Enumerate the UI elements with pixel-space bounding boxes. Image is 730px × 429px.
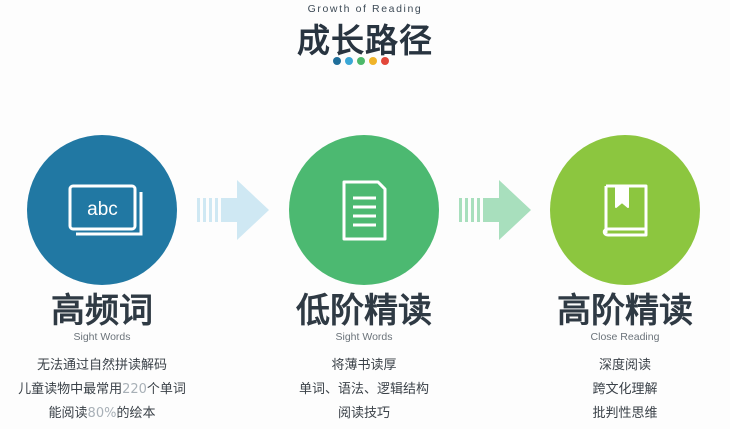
description-text: 单词、语法、逻辑结构 <box>298 382 429 397</box>
stage-3-description: 深度阅读跨文化理解批判性思维 <box>525 354 725 426</box>
color-dot <box>381 57 389 65</box>
color-dot <box>333 57 341 65</box>
color-dot <box>357 57 365 65</box>
description-line: 能阅读80%的绘本 <box>0 402 204 426</box>
svg-text:abc: abc <box>87 199 118 220</box>
header-subtitle: Growth of Reading <box>307 3 423 15</box>
description-text: 跨文化理解 <box>592 382 658 397</box>
description-line: 阅读技巧 <box>264 402 464 426</box>
stage-1-subtitle: Sight Words <box>73 331 131 343</box>
description-line: 批判性思维 <box>525 402 725 426</box>
description-line: 将薄书读厚 <box>264 354 464 378</box>
description-text: 无法通过自然拼读解码 <box>36 358 167 373</box>
color-dot <box>345 57 353 65</box>
description-text: 儿童读物中最常用 <box>18 382 123 397</box>
color-dots <box>333 57 389 65</box>
description-line: 跨文化理解 <box>525 378 725 402</box>
description-text: 批判性思维 <box>592 406 658 421</box>
description-text: 个单词 <box>146 382 186 397</box>
stage-1-circle: abc <box>27 135 177 285</box>
stage-3-subtitle: Close Reading <box>590 331 660 343</box>
stage-3-title: 高阶精读 <box>557 291 693 331</box>
color-dot <box>369 57 377 65</box>
stage-2-circle <box>289 135 439 285</box>
book-icon <box>602 184 648 237</box>
description-line: 单词、语法、逻辑结构 <box>264 378 464 402</box>
description-text: 阅读技巧 <box>337 406 390 421</box>
description-line: 深度阅读 <box>525 354 725 378</box>
description-line: 无法通过自然拼读解码 <box>0 354 204 378</box>
abc-board-icon: abc <box>68 184 143 236</box>
stage-1-description: 无法通过自然拼读解码儿童读物中最常用220个单词能阅读80%的绘本 <box>0 354 204 426</box>
stage-2-title: 低阶精读 <box>296 291 432 331</box>
description-text: 能阅读 <box>48 406 88 421</box>
stage-2-description: 将薄书读厚单词、语法、逻辑结构阅读技巧 <box>264 354 464 426</box>
description-text: 深度阅读 <box>598 358 651 373</box>
description-text: 的绘本 <box>116 406 156 421</box>
stage-1-title: 高频词 <box>51 291 153 331</box>
highlight-number: 220 <box>122 382 147 397</box>
page-title: 成长路径 <box>297 21 433 60</box>
arrow-right-icon <box>459 180 531 240</box>
highlight-number: 80% <box>87 406 117 421</box>
stage-3-circle <box>550 135 700 285</box>
description-text: 将薄书读厚 <box>331 358 397 373</box>
description-line: 儿童读物中最常用220个单词 <box>0 378 204 402</box>
arrow-right-icon <box>197 180 269 240</box>
document-icon <box>342 180 387 241</box>
stage-2-subtitle: Sight Words <box>335 331 393 343</box>
